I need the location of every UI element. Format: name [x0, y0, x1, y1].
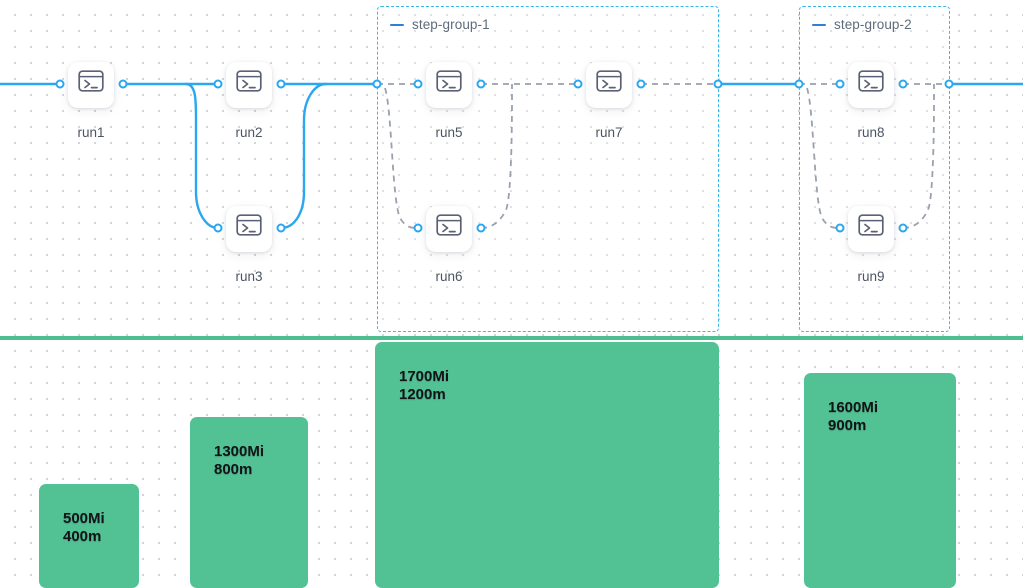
handle-in-run6[interactable]: [413, 223, 423, 233]
bar-run2-run3[interactable]: 1300Mi 800m: [190, 417, 308, 588]
collapse-dash-icon[interactable]: [390, 23, 404, 26]
handle-out-run3[interactable]: [276, 223, 286, 233]
node-run9[interactable]: [848, 206, 894, 252]
group-step-group-1[interactable]: step-group-1: [377, 6, 719, 332]
node-label-run5: run5: [435, 125, 463, 140]
collapse-dash-icon[interactable]: [812, 23, 826, 26]
bar-label: 1700Mi 1200m: [399, 368, 450, 404]
node-label-run1: run1: [77, 125, 105, 140]
node-run1[interactable]: [68, 62, 114, 108]
node-run5[interactable]: [426, 62, 472, 108]
group-handle-group2-out[interactable]: [944, 79, 954, 89]
group-header: step-group-2: [812, 17, 912, 32]
terminal-icon: [858, 214, 884, 236]
group-handle-group1-in[interactable]: [372, 79, 382, 89]
handle-in-run2[interactable]: [213, 79, 223, 89]
terminal-icon: [78, 70, 104, 92]
node-run2[interactable]: [226, 62, 272, 108]
node-label-run2: run2: [235, 125, 263, 140]
handle-in-run5[interactable]: [413, 79, 423, 89]
handle-in-run7[interactable]: [573, 79, 583, 89]
group-title: step-group-1: [412, 17, 490, 32]
terminal-icon: [858, 70, 884, 92]
node-run3[interactable]: [226, 206, 272, 252]
bar-label: 500Mi 400m: [63, 510, 105, 546]
handle-out-run1[interactable]: [118, 79, 128, 89]
terminal-icon: [596, 70, 622, 92]
terminal-icon: [236, 214, 262, 236]
node-run6[interactable]: [426, 206, 472, 252]
handle-out-run7[interactable]: [636, 79, 646, 89]
bar-step-group-1[interactable]: 1700Mi 1200m: [375, 342, 719, 588]
bar-run1[interactable]: 500Mi 400m: [39, 484, 139, 588]
group-handle-group2-in[interactable]: [794, 79, 804, 89]
handle-out-run6[interactable]: [476, 223, 486, 233]
handle-out-run8[interactable]: [898, 79, 908, 89]
node-label-run7: run7: [595, 125, 623, 140]
node-run8[interactable]: [848, 62, 894, 108]
terminal-icon: [236, 70, 262, 92]
handle-in-run8[interactable]: [835, 79, 845, 89]
handle-out-run5[interactable]: [476, 79, 486, 89]
terminal-icon: [436, 70, 462, 92]
terminal-icon: [436, 214, 462, 236]
handle-in-run9[interactable]: [835, 223, 845, 233]
node-label-run9: run9: [857, 269, 885, 284]
node-label-run8: run8: [857, 125, 885, 140]
node-label-run3: run3: [235, 269, 263, 284]
section-divider: [0, 336, 1023, 340]
group-title: step-group-2: [834, 17, 912, 32]
group-handle-group1-out[interactable]: [713, 79, 723, 89]
handle-in-run1[interactable]: [55, 79, 65, 89]
node-label-run6: run6: [435, 269, 463, 284]
handle-out-run9[interactable]: [898, 223, 908, 233]
bar-label: 1600Mi 900m: [828, 399, 879, 435]
handle-out-run2[interactable]: [276, 79, 286, 89]
handle-in-run3[interactable]: [213, 223, 223, 233]
node-run7[interactable]: [586, 62, 632, 108]
group-header: step-group-1: [390, 17, 490, 32]
bar-step-group-2[interactable]: 1600Mi 900m: [804, 373, 956, 588]
bar-label: 1300Mi 800m: [214, 443, 265, 479]
